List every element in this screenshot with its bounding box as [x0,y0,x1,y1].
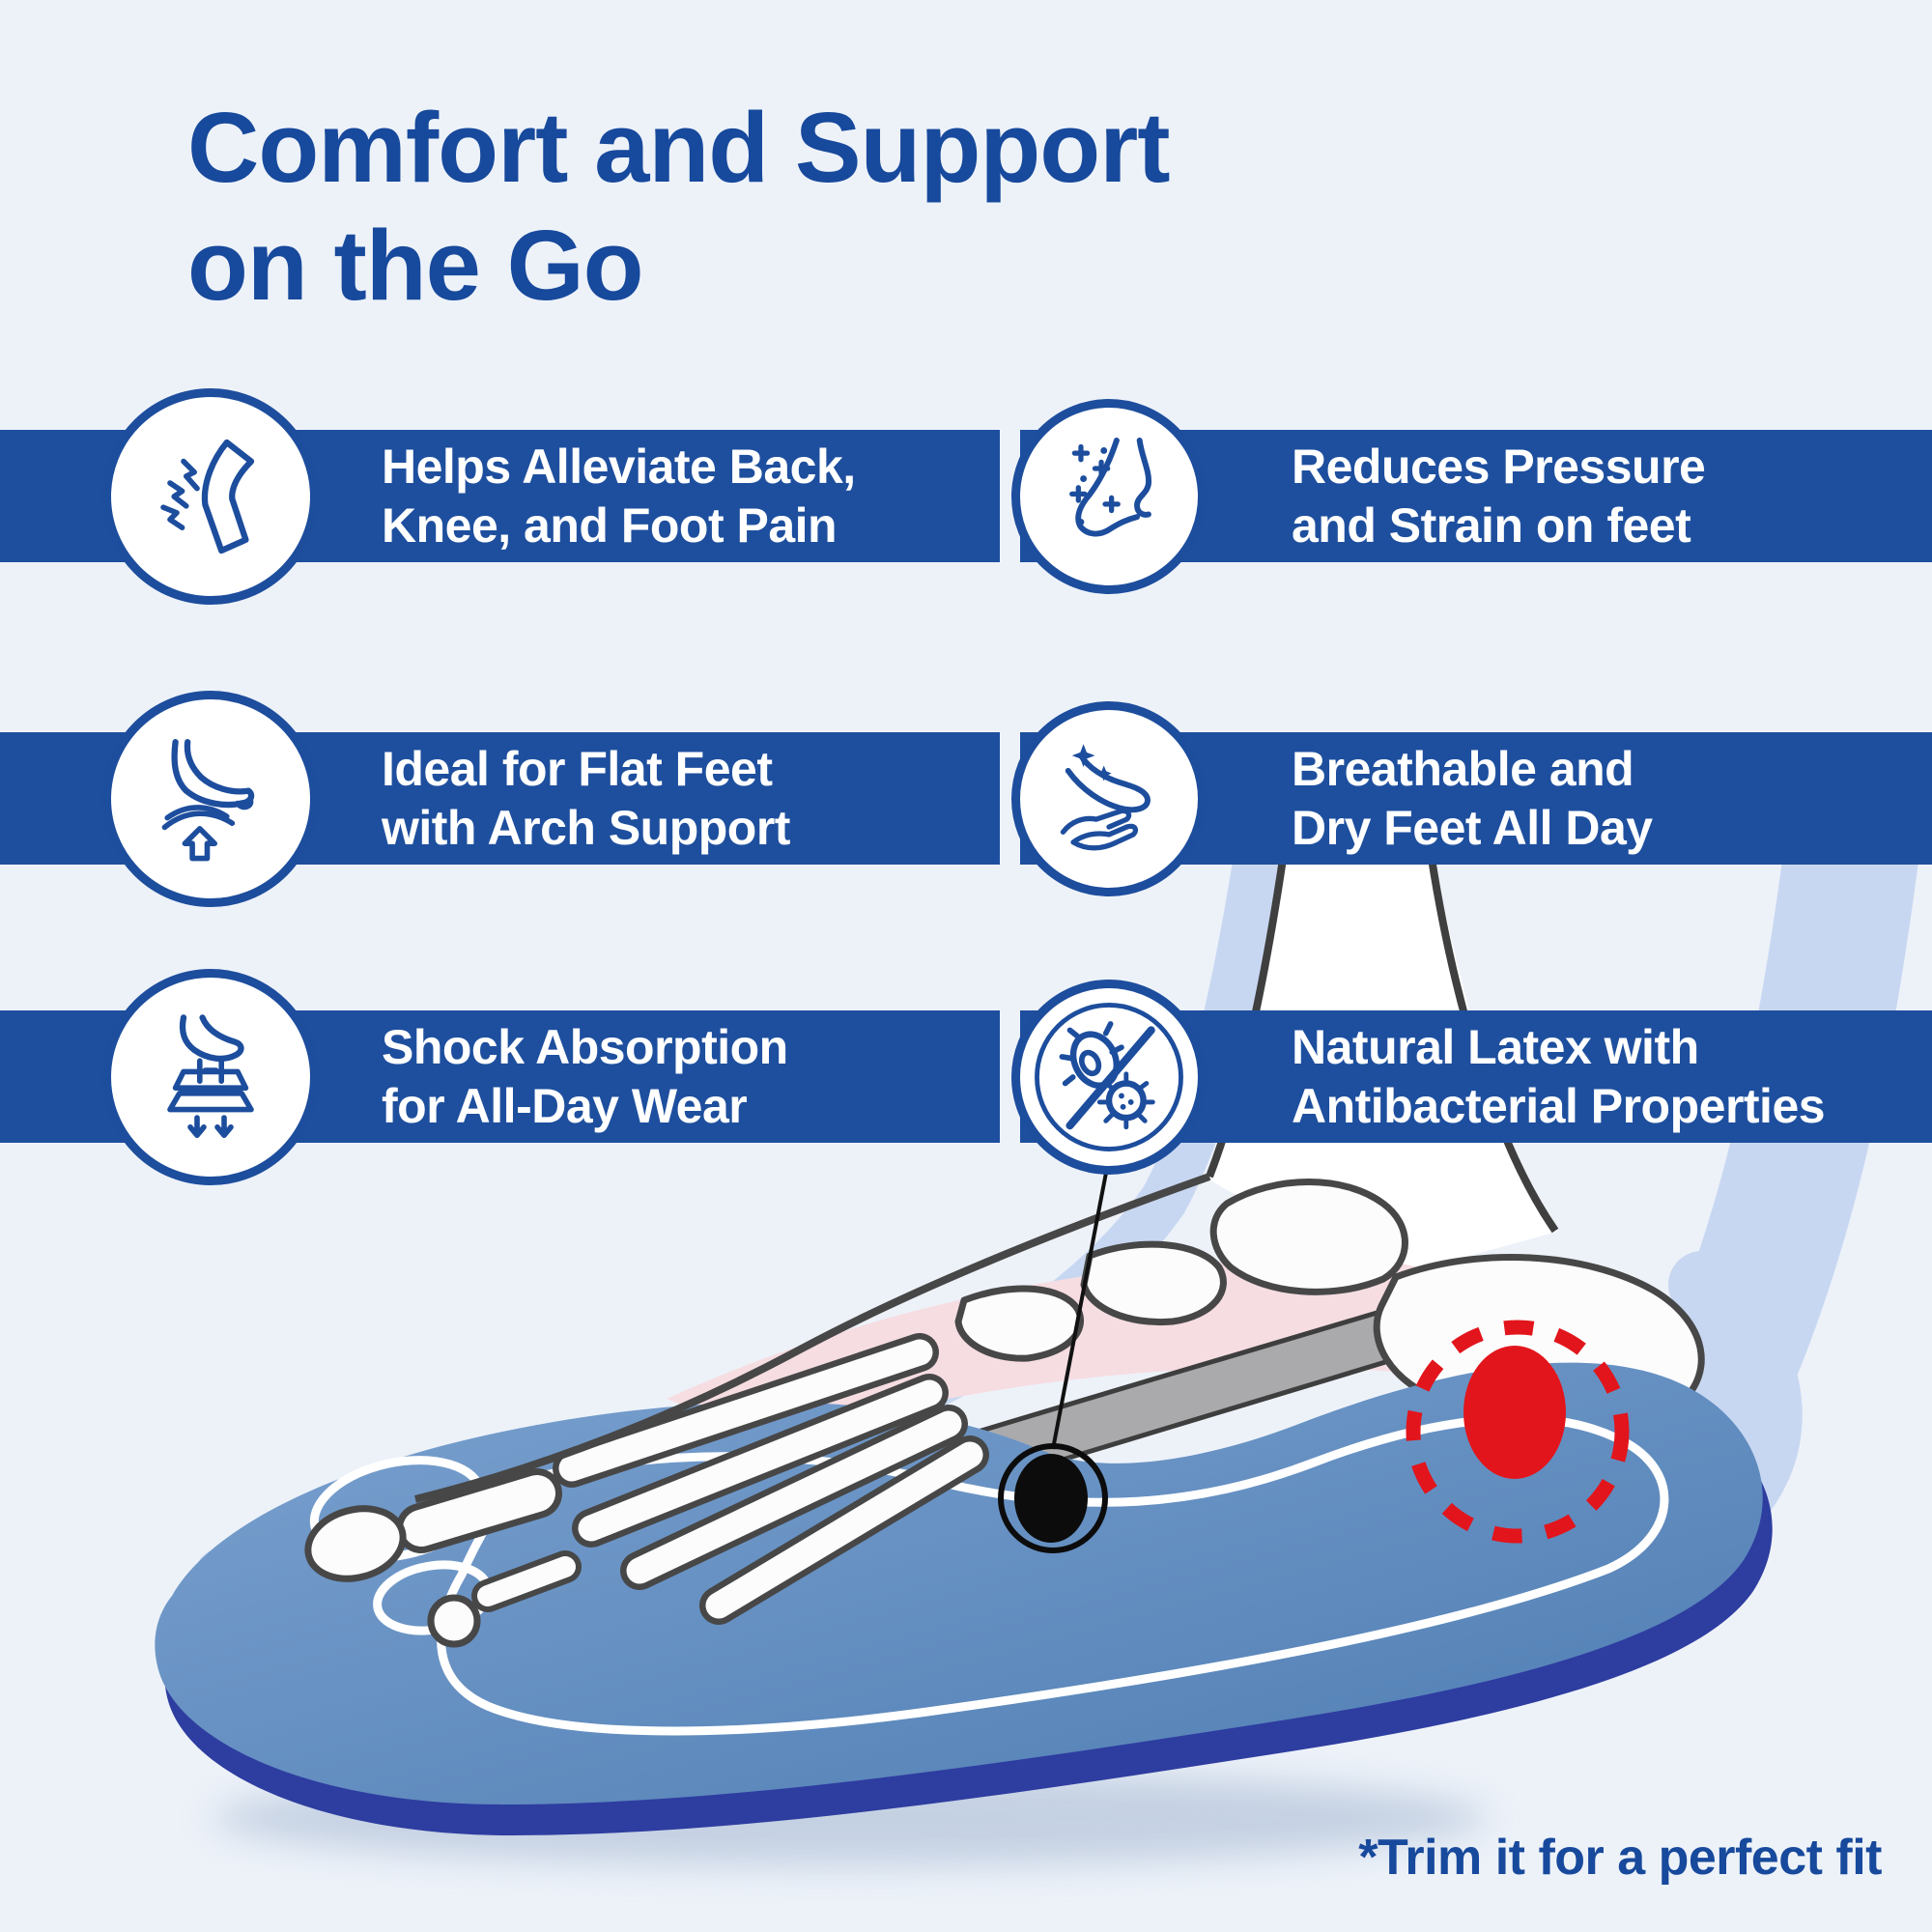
midfoot-bone [954,1285,1084,1362]
feature-line: and Strain on feet [1292,497,1691,553]
feature-line: Breathable and [1292,741,1634,796]
feature-line: Natural Latex with [1292,1019,1699,1074]
small-toe-bone [427,1594,481,1648]
page-title-line1: Comfort and Support [187,92,1171,203]
page-title-line2: on the Go [187,210,644,321]
feature-line: Antibacterial Properties [1292,1078,1826,1133]
feature-line: Dry Feet All Day [1292,800,1653,855]
breathable-foot-icon [1011,701,1207,896]
hindfoot-bones [954,1179,1705,1427]
feature-line: with Arch Support [382,800,790,855]
feature-label-shock-absorption: Shock Absorption for All-Day Wear [382,1010,788,1143]
feature-line: Reduces Pressure [1292,439,1706,494]
antibacterial-icon [1011,980,1207,1175]
page-title: Comfort and Support on the Go [187,89,1171,325]
instep-outline [414,1173,1211,1503]
feature-label-breathable: Breathable and Dry Feet All Day [1292,732,1653,865]
feature-line: for All-Day Wear [382,1078,748,1133]
feature-label-flat-feet: Ideal for Flat Feet with Arch Support [382,732,790,865]
pressure-point-marker [1406,1320,1630,1544]
flat-foot-arch-icon [102,691,319,907]
feature-line: Helps Alleviate Back, [382,439,856,494]
callout-line [1051,1172,1108,1450]
forefoot-bones [304,1333,989,1648]
latex-callout-marker [998,1172,1108,1553]
feature-label-reduces-pressure: Reduces Pressure and Strain on feet [1292,430,1706,562]
feature-label-natural-latex: Natural Latex with Antibacterial Propert… [1292,1010,1826,1143]
midfoot-bone [1080,1240,1227,1326]
feature-line: Shock Absorption [382,1019,788,1074]
shock-absorption-icon [102,969,319,1185]
ankle-bone [1209,1179,1408,1295]
feature-label-pain-relief: Helps Alleviate Back, Knee, and Foot Pai… [382,430,856,562]
trim-footnote: *Trim it for a perfect fit [1358,1830,1882,1886]
feature-line: Knee, and Foot Pain [382,497,838,553]
knee-pain-icon [102,388,319,605]
foot-pressure-icon [1011,399,1207,594]
feature-line: Ideal for Flat Feet [382,741,773,796]
big-toe-bone [304,1505,407,1582]
